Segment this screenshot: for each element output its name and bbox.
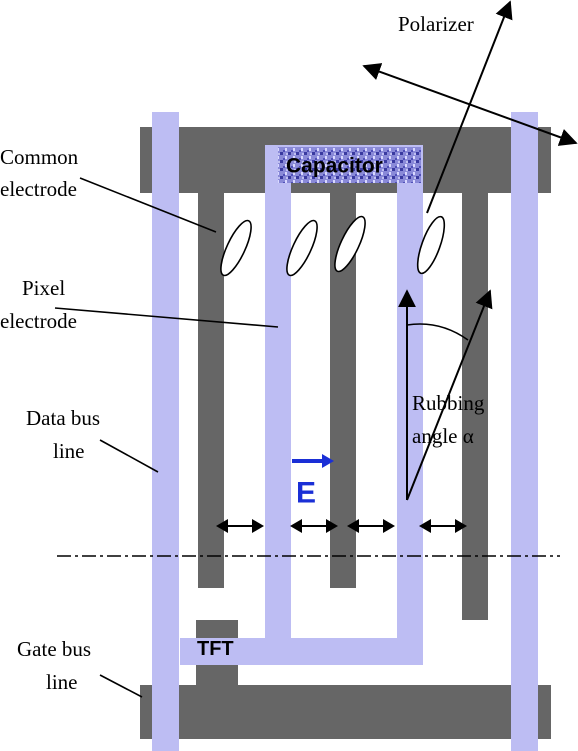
gate-bus-label-line1: Gate bus — [17, 637, 91, 661]
data-bus-label-line1: Data bus — [26, 406, 100, 430]
capacitor-label: Capacitor — [286, 155, 383, 178]
pixel-electrode-label-line1: Pixel — [22, 276, 65, 300]
rubbing-angle-arc — [406, 323, 469, 341]
gap-arrow-2 — [290, 519, 338, 533]
lc-molecule-2 — [286, 219, 318, 277]
common-electrode-leader — [79, 177, 217, 233]
gate-bus-bar — [140, 685, 551, 739]
data-bus-line-right — [511, 112, 538, 751]
pixel-electrode-label-line2: electrode — [0, 309, 77, 333]
gap-arrow-4 — [419, 519, 467, 533]
e-field-arrow-head — [322, 454, 334, 468]
lc-molecule-4 — [416, 215, 446, 275]
pixel-finger-1 — [265, 145, 291, 665]
gate-bus-label-line2: line — [46, 670, 78, 694]
e-field-label: E — [296, 477, 316, 510]
gap-arrow-3 — [347, 519, 395, 533]
lc-molecule-3 — [334, 215, 366, 273]
data-bus-leader — [99, 439, 159, 473]
common-electrode-label-line2: electrode — [0, 177, 77, 201]
lc-molecule-1 — [220, 219, 252, 277]
pixel-electrode-leader — [54, 307, 279, 328]
pixel-finger-2 — [397, 145, 423, 665]
tft-label: TFT — [197, 638, 234, 660]
gap-arrow-1 — [216, 519, 264, 533]
capacitor-region — [278, 147, 421, 183]
rubbing-label-line2: angle α — [412, 424, 474, 448]
data-bus-label-line2: line — [53, 439, 85, 463]
data-bus-line-left — [152, 112, 179, 751]
rubbing-direction-arrow — [406, 289, 493, 501]
common-electrode-label-line1: Common — [0, 145, 79, 169]
polarizer-arrow-horizontal — [362, 63, 578, 146]
polarizer-label: Polarizer — [398, 12, 474, 36]
pixel-bottom-connector — [180, 638, 423, 665]
common-finger-1 — [198, 193, 224, 588]
gate-bus-leader — [99, 674, 143, 698]
rubbing-label-line1: Rubbing — [412, 391, 485, 415]
common-finger-3 — [462, 193, 488, 620]
